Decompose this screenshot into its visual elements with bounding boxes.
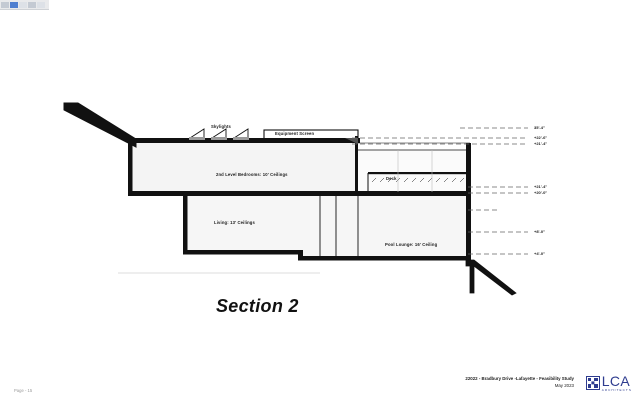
label-pool-lounge: Pool Lounge: 16' Ceiling <box>385 242 438 247</box>
label-living: Living: 13' Ceilings <box>214 220 255 225</box>
fill-living <box>183 196 300 251</box>
elevation-marker-21-4: +21'-4" <box>534 141 548 146</box>
toolbar-icon-2[interactable] <box>10 1 18 8</box>
logo-wordmark: LCA ARCHITECTS <box>602 374 632 392</box>
label-skylights: Skylights <box>211 124 231 129</box>
skylight-group <box>188 128 249 140</box>
project-date: May 2023 <box>554 383 574 388</box>
toolbar-icon-5[interactable] <box>37 1 45 8</box>
logo-text: LCA <box>601 373 631 389</box>
floor-slab-living <box>183 250 303 255</box>
fill-second-level <box>128 143 355 192</box>
exterior-wall-right <box>466 143 471 261</box>
drawing-sheet: Skylights Equipment Screen 2nd Level Bed… <box>0 10 640 414</box>
sloped-roof-left <box>63 102 137 148</box>
floor-slab-pool-lounge <box>298 256 470 261</box>
elevation-marker-20-0: +20'-0" <box>534 190 548 195</box>
fill-pool-lounge <box>300 196 470 257</box>
foundation-retaining-right <box>465 259 517 296</box>
interior-wall-mid <box>355 138 358 194</box>
elevation-marker-21-4-lower: +21'-4" <box>534 184 548 189</box>
elevation-marker-4-0: +4'-0" <box>534 251 545 256</box>
browser-toolbar-fragment <box>0 0 49 10</box>
elevation-marker-35-4: 35'-4" <box>534 125 545 130</box>
toolbar-icon-3[interactable] <box>19 1 27 8</box>
project-title: 22022 - Bradbury Drive -Lafayette - Feas… <box>465 376 574 381</box>
project-info-block: 22022 - Bradbury Drive -Lafayette - Feas… <box>465 375 574 389</box>
toolbar-icon-1[interactable] <box>1 1 9 8</box>
label-deck: Deck <box>386 176 397 181</box>
page-title: Section 2 <box>216 296 299 316</box>
toolbar-icon-4[interactable] <box>28 1 36 8</box>
elevation-marker-22-6: +22'-6" <box>534 135 548 140</box>
roof-slope-wedge-right <box>345 138 358 144</box>
elevation-marker-8-0: +8'-0" <box>534 229 545 234</box>
roof-slab-second-level <box>128 138 360 143</box>
logo-subtext: ARCHITECTS <box>601 387 632 392</box>
step-down-wall <box>298 250 303 260</box>
label-second-level-bedrooms: 2nd Level Bedrooms: 10' Ceilings <box>216 172 288 177</box>
label-equipment-screen: Equipment Screen <box>275 131 315 136</box>
logo-mark-icon <box>585 375 600 390</box>
exterior-wall-left <box>128 138 133 196</box>
section-geometry <box>63 102 528 296</box>
fill-upper-right <box>355 150 470 192</box>
deck-rail <box>368 172 468 175</box>
lca-architects-logo: LCA ARCHITECTS <box>585 374 632 392</box>
elevation-datum-lines <box>352 127 528 255</box>
exterior-wall-living-left <box>183 196 188 254</box>
page-number: Page - 15 <box>14 388 33 393</box>
equipment-screen-box <box>263 129 359 140</box>
floor-slab-second-level <box>128 191 470 196</box>
section-drawing: Skylights Equipment Screen 2nd Level Bed… <box>0 10 640 310</box>
